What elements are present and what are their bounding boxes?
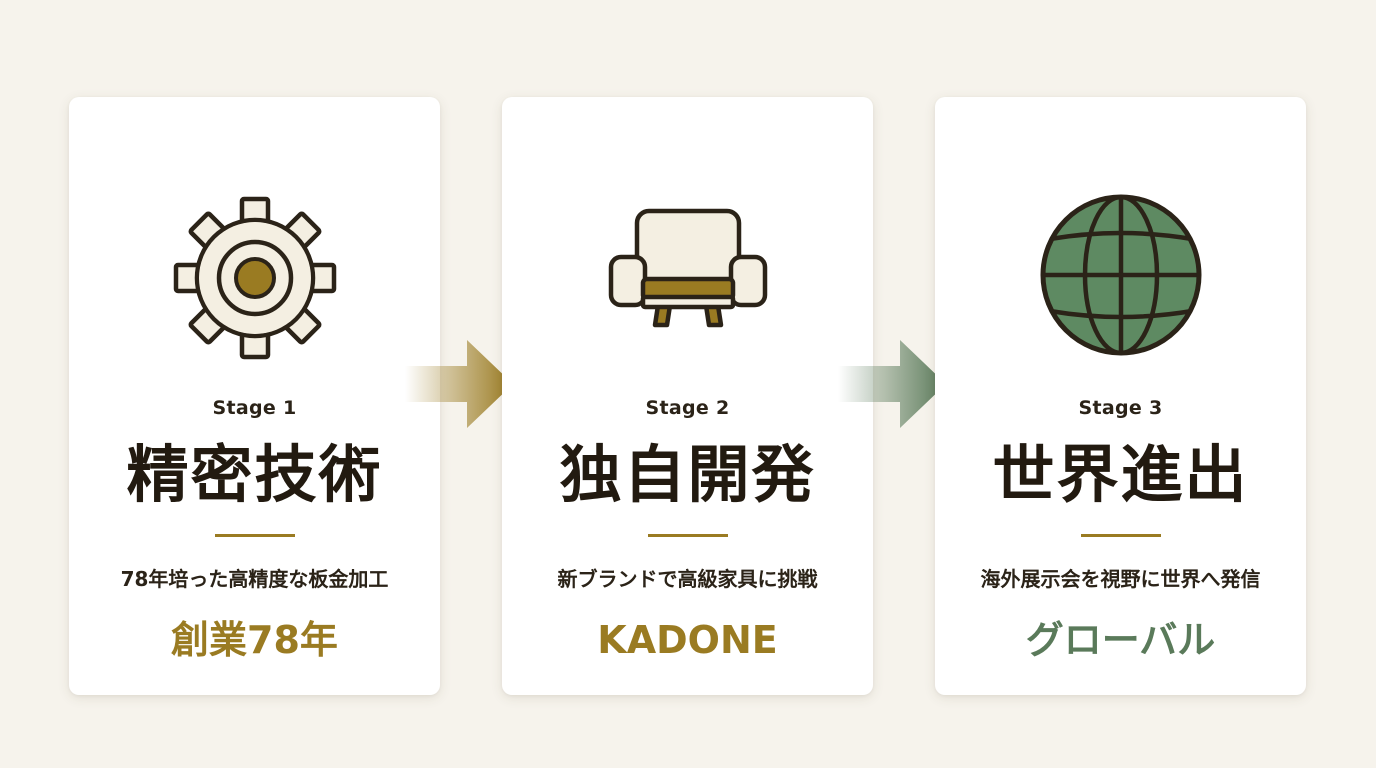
gear-icon [170,193,340,363]
stage-card-2: Stage 2 独自開発 新ブランドで高級家具に挑戦 KADONE [502,97,873,695]
stage-title: 世界進出 [992,438,1249,511]
stage-title: 独自開発 [559,438,816,511]
stage-card-1: Stage 1 精密技術 78年培った高精度な板金加工 創業78年 [69,97,440,695]
title-divider [647,534,728,537]
stage-card-3: Stage 3 世界進出 海外展示会を視野に世界へ発信 グローバル [935,97,1306,695]
stage-highlight: グローバル [1025,618,1216,662]
arrow-right-icon [838,336,948,432]
title-divider [214,534,295,537]
stage-description: 新ブランドで高級家具に挑戦 [557,567,818,591]
stage-title: 精密技術 [126,438,383,511]
stage-label: Stage 2 [645,397,730,419]
title-divider [1080,534,1161,537]
stage-description: 78年培った高精度な板金加工 [120,567,389,591]
stage-label: Stage 1 [212,397,297,419]
globe-icon [1036,193,1206,363]
stage-description: 海外展示会を視野に世界へ発信 [980,567,1261,591]
stage-highlight: 創業78年 [171,618,338,662]
sofa-icon [603,193,773,363]
arrow-right-icon [405,336,515,432]
stage-highlight: KADONE [597,618,778,662]
stage-label: Stage 3 [1078,397,1163,419]
